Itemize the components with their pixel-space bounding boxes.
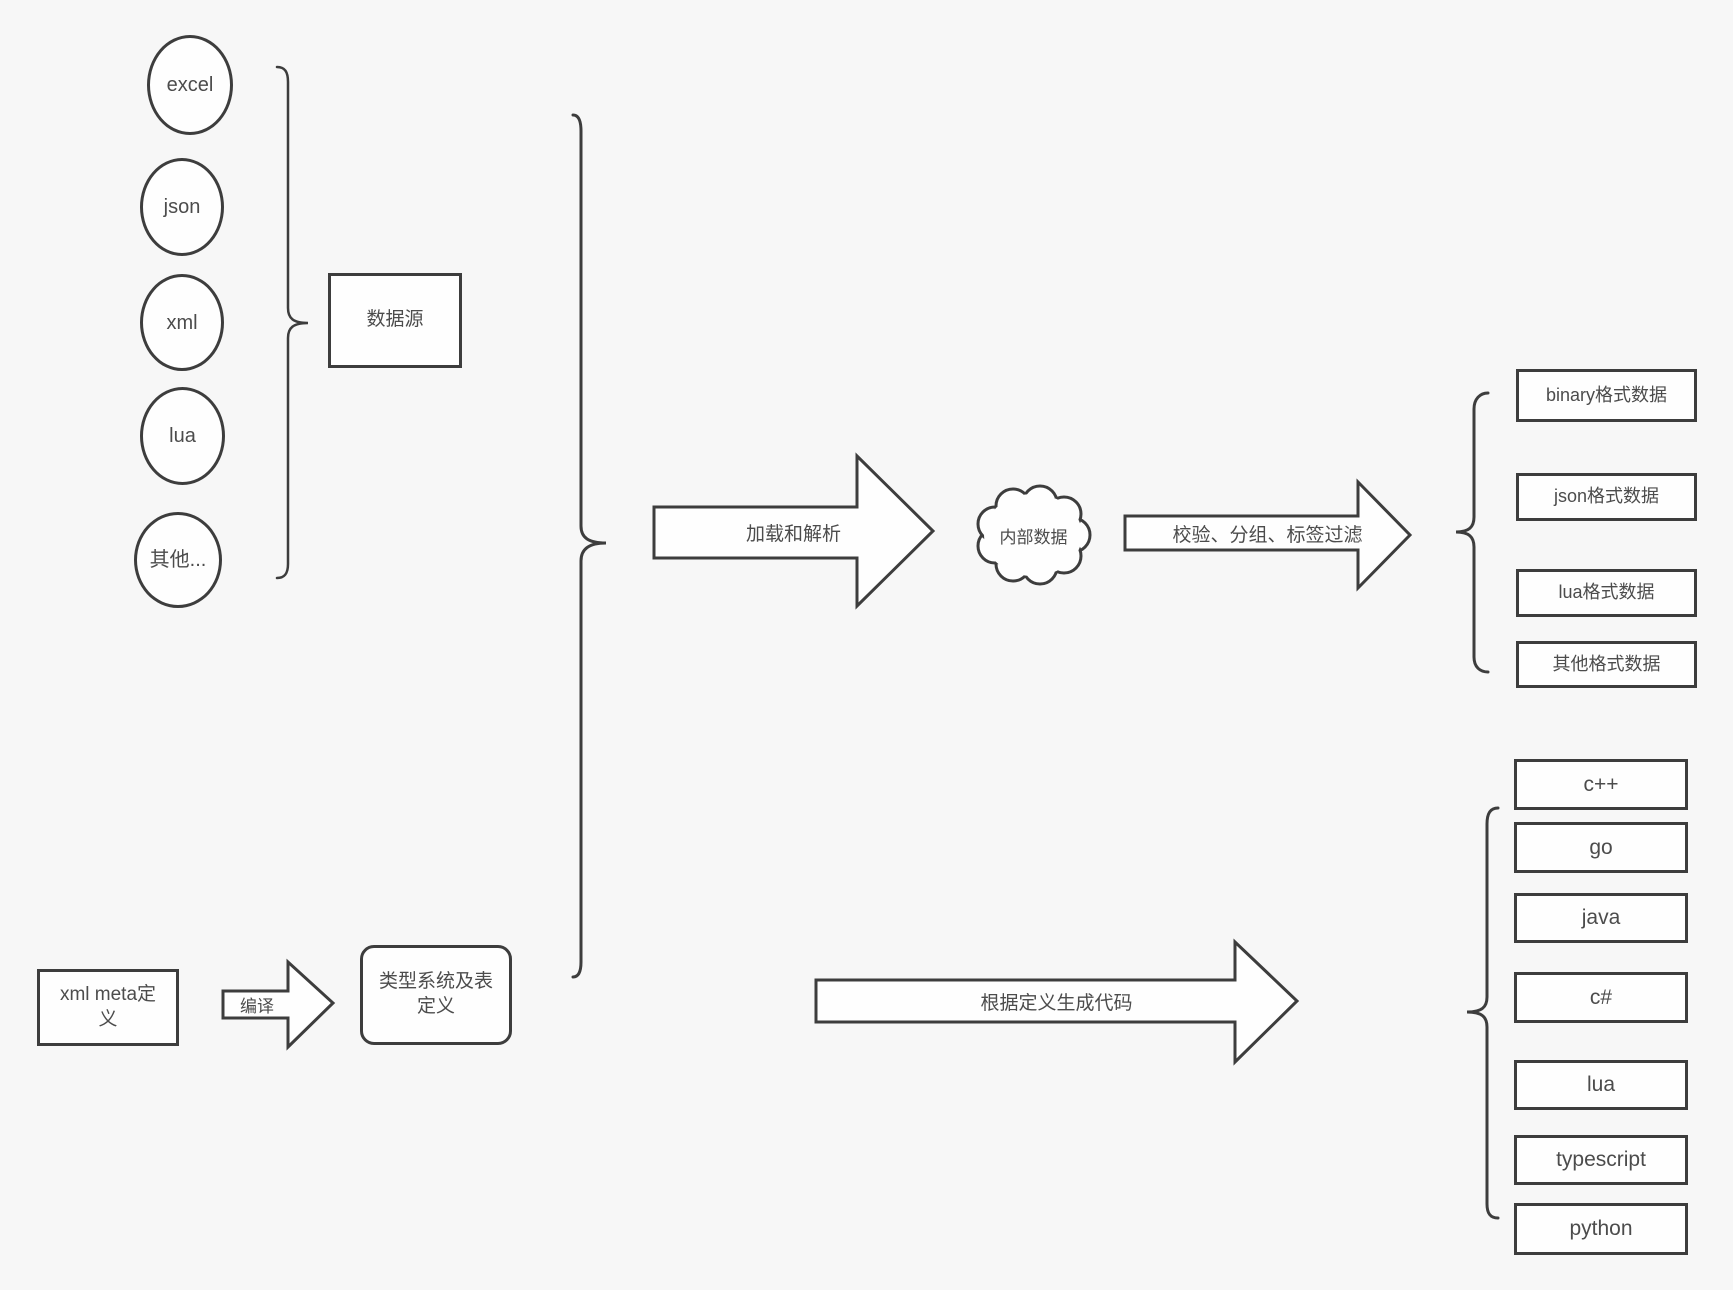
type-system-box-line2: 定义	[416, 996, 455, 1017]
sources-brace	[275, 65, 309, 580]
source-node-other: 其他...	[134, 512, 222, 608]
source-node-xml: xml	[140, 274, 224, 371]
lang-box-csharp: c#	[1514, 972, 1688, 1023]
load-parse-arrow	[652, 452, 936, 610]
lang-box-cpp: c++	[1514, 759, 1688, 810]
datasource-box: 数据源	[328, 273, 462, 368]
lang-box-typescript: typescript	[1514, 1135, 1688, 1185]
compile-arrow	[221, 958, 336, 1051]
source-node-lua: lua	[140, 387, 225, 485]
xml-meta-box: xml meta定 义	[37, 969, 179, 1046]
output-box-other: 其他格式数据	[1516, 641, 1697, 688]
lang-box-lua: lua	[1514, 1060, 1688, 1110]
lang-box-python: python	[1514, 1203, 1688, 1255]
codegen-arrow	[814, 938, 1300, 1066]
source-node-excel: excel	[147, 35, 233, 135]
type-system-box: 类型系统及表 定义	[360, 945, 512, 1045]
xml-meta-box-line2: 义	[98, 1008, 118, 1030]
lang-box-java: java	[1514, 893, 1688, 943]
lang-box-go: go	[1514, 822, 1688, 873]
output-box-json: json格式数据	[1516, 473, 1697, 521]
output-box-lua: lua格式数据	[1516, 569, 1697, 617]
filter-arrow	[1123, 478, 1413, 592]
outputs-brace	[1455, 391, 1490, 674]
output-box-binary: binary格式数据	[1516, 369, 1697, 422]
type-system-box-line1: 类型系统及表	[378, 971, 493, 993]
xml-meta-box-line1: xml meta定	[59, 983, 157, 1005]
cloud-internal-data-label: 内部数据	[999, 528, 1068, 547]
cloud-shape	[976, 484, 1092, 586]
source-node-json: json	[140, 158, 224, 256]
languages-brace	[1466, 806, 1500, 1220]
main-brace	[571, 113, 607, 979]
